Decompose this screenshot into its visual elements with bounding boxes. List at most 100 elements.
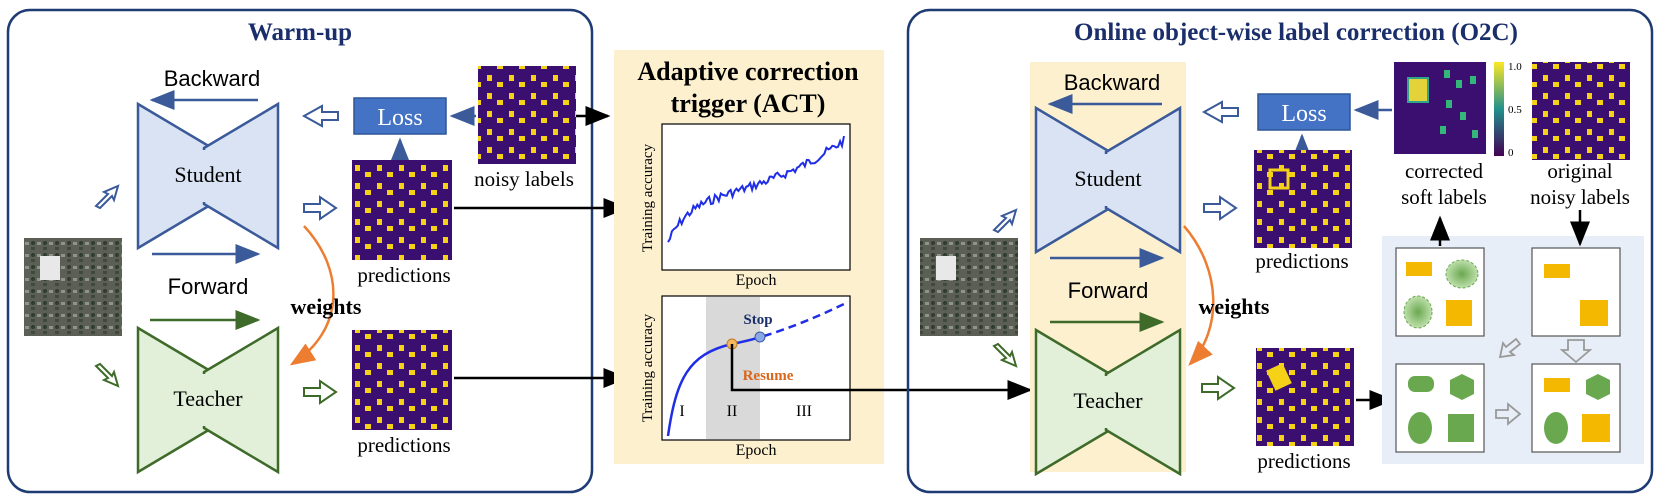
act-bottom-curve-dashed — [763, 300, 849, 338]
o2c-predictions-bottom-caption: predictions — [1257, 449, 1350, 473]
o2c-box-soft-objects-square — [1446, 300, 1472, 326]
act-bottom-curve-solid — [666, 342, 733, 437]
warmup-noisy-labels-caption: noisy labels — [474, 167, 574, 191]
o2c-teacher-decoder — [1104, 327, 1182, 477]
o2c-input-image — [920, 238, 1018, 336]
warmup-input-to-teacher-arrow — [94, 362, 120, 388]
warmup-title: Warm-up — [248, 19, 352, 46]
act-bottom-ylabel: Training accuracy — [640, 313, 656, 422]
o2c-student-decoder — [1104, 105, 1182, 255]
warmup-panel: Warm-up Backward Student Forward Teacher… — [6, 8, 594, 494]
act-title-line1: Adaptive correction — [637, 57, 859, 86]
o2c-box-soft-objects-glow-2 — [1403, 295, 1433, 329]
o2c-teacher-to-pred-arrow — [1201, 375, 1236, 401]
o2c-matched-to-soft-arrow — [1498, 337, 1522, 359]
o2c-box-predicted-objects-square — [1448, 414, 1474, 442]
o2c-predicted-to-matched-arrow — [1495, 402, 1522, 426]
act-title-line2: trigger (ACT) — [671, 89, 826, 118]
warmup-teacher-to-pred-arrow — [303, 379, 338, 405]
warmup-teacher-label: Teacher — [173, 386, 243, 411]
warmup-border — [6, 8, 594, 494]
warmup-predictions-bottom-caption: predictions — [357, 433, 450, 457]
act-phase3-label: III — [796, 403, 812, 420]
o2c-corrected-caption-line1: corrected — [1405, 159, 1484, 183]
o2c-original-labels-image — [1532, 62, 1630, 160]
act-panel: Adaptive correction trigger (ACT) Epoch … — [614, 50, 1033, 464]
o2c-border — [906, 8, 1654, 494]
warmup-forward-label: Forward — [168, 274, 249, 299]
o2c-student-to-pred-arrow — [1203, 195, 1238, 221]
act-top-ylabel: Training accuracy — [640, 143, 656, 252]
act-bottom-xlabel: Epoch — [736, 442, 777, 459]
o2c-predictions-bottom-building — [1266, 363, 1292, 391]
o2c-box-predicted-objects-ellipse — [1408, 412, 1432, 444]
act-phase2-label: II — [727, 403, 738, 420]
o2c-teacher-neck — [1100, 376, 1116, 428]
warmup-predictions-top-caption: predictions — [357, 263, 450, 287]
act-top-plot — [661, 123, 851, 271]
o2c-corrected-caption-line2: soft labels — [1401, 185, 1487, 209]
warmup-input-building — [40, 256, 60, 280]
o2c-box-soft-objects-glow-1 — [1445, 259, 1479, 289]
warmup-student-neck — [200, 150, 216, 202]
o2c-title: Online object-wise label correction (O2C… — [1074, 19, 1518, 46]
o2c-input-to-student-arrow — [992, 208, 1018, 234]
warmup-teacher-neck — [200, 374, 216, 426]
o2c-input-to-teacher-arrow — [992, 342, 1018, 368]
warmup-predictions-top-image — [352, 160, 452, 260]
warmup-loss-label: Loss — [377, 105, 422, 131]
warmup-student-to-pred-arrow — [303, 195, 338, 221]
o2c-box-soft-objects-rect — [1406, 262, 1432, 276]
o2c-predictions-top-caption: predictions — [1255, 249, 1348, 273]
o2c-teacher-label: Teacher — [1073, 388, 1143, 413]
act-top-accuracy-curve — [667, 135, 845, 243]
warmup-student-label: Student — [174, 162, 241, 187]
o2c-loss-box — [1257, 93, 1351, 131]
warmup-loss-box — [353, 97, 447, 135]
o2c-box-predicted-objects-hexagon — [1450, 374, 1474, 400]
o2c-loss-label: Loss — [1281, 101, 1326, 127]
warmup-noisy-labels-image — [478, 66, 576, 164]
o2c-backward-label: Backward — [1064, 70, 1161, 95]
act-resume-label: Resume — [743, 368, 794, 384]
o2c-colorbar-mid: 0.5 — [1508, 104, 1522, 116]
o2c-loss-to-student-arrow — [1201, 100, 1239, 124]
act-stop-point — [754, 331, 766, 343]
o2c-predictions-bottom-image — [1256, 348, 1354, 446]
warmup-weights-label: weights — [291, 294, 362, 319]
warmup-student-decoder — [202, 101, 280, 251]
o2c-original-caption-line1: original — [1547, 159, 1612, 183]
o2c-student-neck — [1100, 154, 1116, 206]
o2c-box-matched-objects-ellipse — [1544, 412, 1568, 444]
act-stop-label: Stop — [743, 312, 772, 328]
warmup-loss-to-student-arrow — [301, 104, 339, 128]
o2c-weights-label: weights — [1199, 294, 1270, 319]
o2c-box-noisy-objects-square — [1580, 300, 1608, 326]
act-top-xlabel: Epoch — [736, 272, 777, 289]
o2c-colorbar — [1494, 62, 1504, 156]
warmup-teacher-decoder — [202, 325, 280, 475]
o2c-soft-labels-image — [1394, 62, 1486, 154]
o2c-original-caption-line2: noisy labels — [1530, 185, 1630, 209]
o2c-box-matched-objects-square — [1582, 414, 1610, 442]
o2c-colorbar-max: 1.0 — [1508, 61, 1522, 73]
o2c-box-predicted-objects-pill — [1408, 376, 1434, 392]
o2c-panel: Online object-wise label correction (O2C… — [906, 8, 1654, 494]
o2c-box-matched-objects-rect — [1544, 378, 1570, 392]
warmup-weights-arrow — [289, 225, 335, 366]
o2c-predictions-top-building — [1268, 168, 1290, 190]
o2c-colorbar-min: 0 — [1508, 147, 1514, 159]
o2c-student-label: Student — [1074, 166, 1141, 191]
warmup-input-to-student-arrow — [94, 184, 120, 210]
o2c-noisy-to-matched-arrow — [1559, 339, 1593, 364]
o2c-input-building — [936, 256, 956, 280]
o2c-soft-labels-objects — [1440, 70, 1478, 138]
o2c-predictions-top-image — [1254, 150, 1352, 248]
warmup-backward-label: Backward — [164, 66, 261, 91]
warmup-predictions-bottom-image — [352, 330, 452, 430]
o2c-box-matched-objects-hexagon — [1586, 374, 1610, 400]
o2c-box-noisy-objects-rect — [1544, 264, 1570, 278]
o2c-soft-labels-building — [1407, 77, 1429, 103]
o2c-weights-arrow — [1183, 225, 1215, 366]
